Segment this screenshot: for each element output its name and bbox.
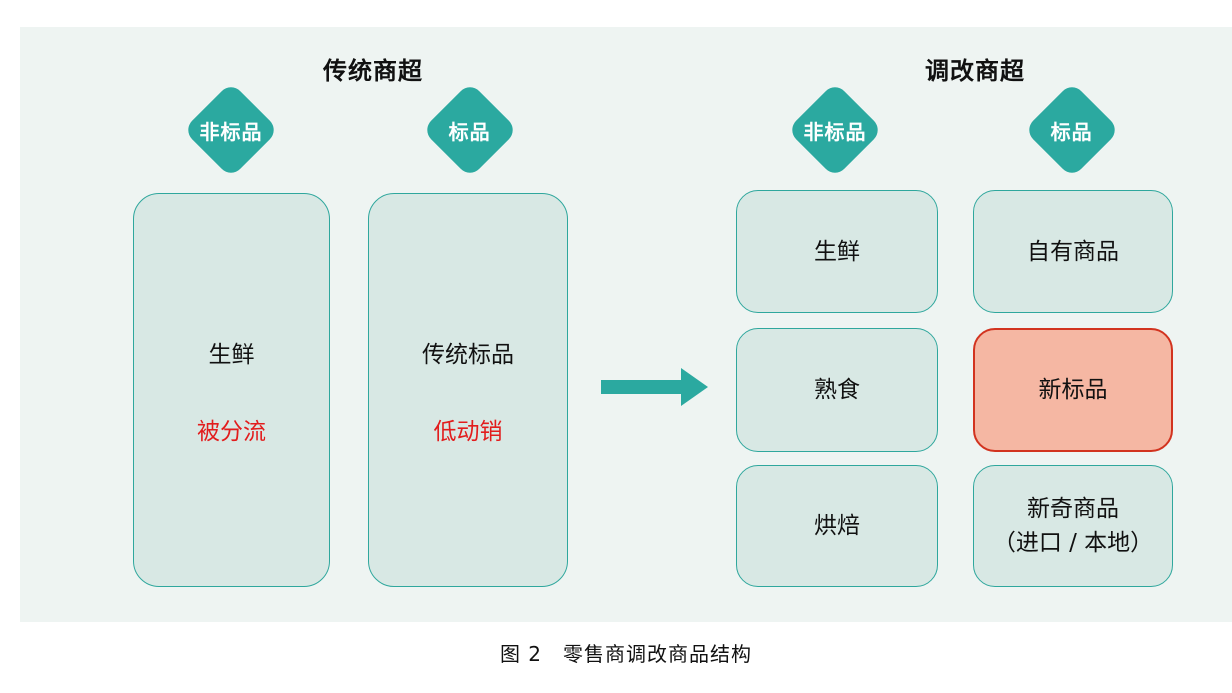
diamond-label: 标品 — [449, 119, 491, 144]
box-title: 生鲜 — [208, 341, 255, 368]
cell-label: 新标品 — [1038, 377, 1108, 403]
left-section-title: 传统商超 — [323, 57, 423, 85]
cell-private-label: 自有商品 — [973, 190, 1173, 313]
cell-deli: 熟食 — [736, 328, 938, 452]
box-title: 传统标品 — [422, 341, 514, 368]
diamond-label: 非标品 — [199, 119, 263, 144]
right-section-title: 调改商超 — [925, 57, 1025, 85]
cell-new-standard-highlighted: 新标品 — [973, 328, 1173, 452]
diamond-standard-reformed: 标品 — [1023, 81, 1121, 179]
box-note: 低动销 — [433, 418, 503, 445]
cell-fresh: 生鲜 — [736, 190, 938, 313]
cell-label: 生鲜 — [814, 238, 860, 265]
cell-sublabel: （进口 / 本地） — [992, 530, 1154, 556]
diamond-label: 非标品 — [803, 119, 867, 144]
diamond-nonstandard-reformed: 非标品 — [786, 81, 884, 179]
box-standard-traditional: 传统标品 低动销 — [368, 193, 568, 587]
figure-caption: 图 2 零售商调改商品结构 — [499, 642, 753, 666]
box-fresh-traditional: 生鲜 被分流 — [133, 193, 330, 587]
cell-label: 熟食 — [814, 377, 860, 403]
diamond-nonstandard-traditional: 非标品 — [182, 81, 280, 179]
right-arrow-icon — [601, 368, 708, 406]
cell-label: 烘焙 — [814, 513, 860, 539]
box-note: 被分流 — [197, 418, 266, 445]
diagram-panel: 传统商超 调改商超 非标品 标品 非标品 标品 生鲜 被分流 传统标品 低动销 … — [20, 27, 1232, 622]
cell-bakery: 烘焙 — [736, 465, 938, 587]
cell-novelty-goods: 新奇商品 （进口 / 本地） — [973, 465, 1173, 587]
diamond-standard-traditional: 标品 — [421, 81, 519, 179]
cell-label: 自有商品 — [1027, 238, 1119, 265]
cell-label: 新奇商品 — [1027, 496, 1119, 522]
diamond-label: 标品 — [1051, 119, 1093, 144]
